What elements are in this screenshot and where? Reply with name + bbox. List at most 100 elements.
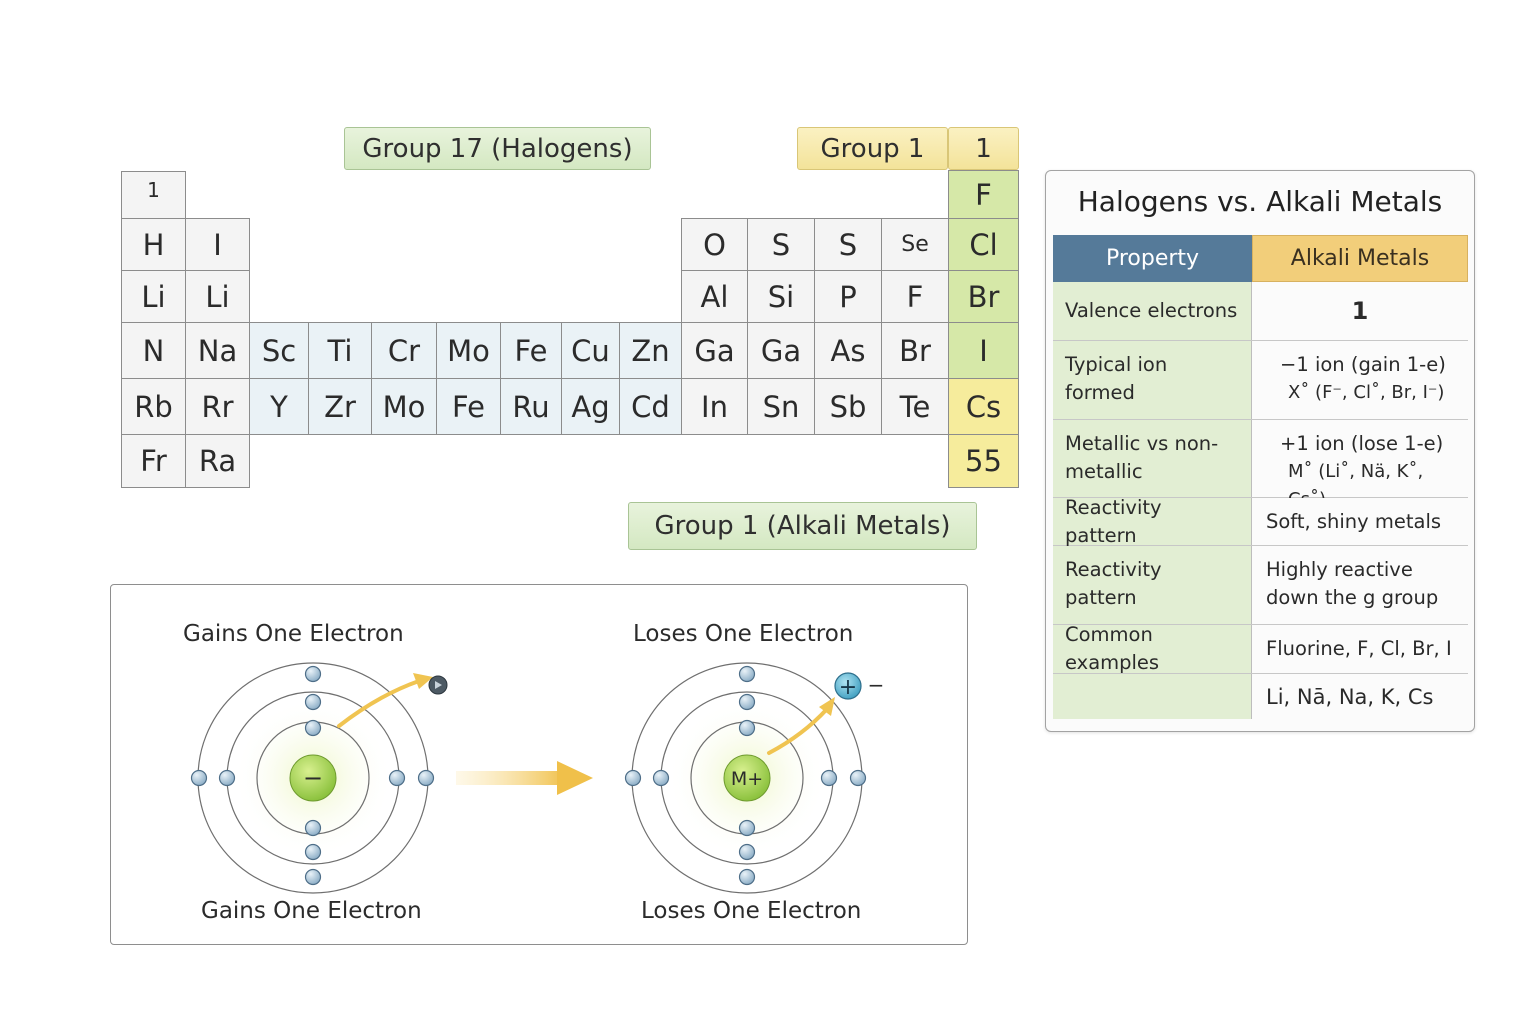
row-property: Valence electrons <box>1053 282 1252 340</box>
element-cell: S <box>814 218 882 271</box>
electron <box>738 693 756 711</box>
table-row: Metallic vs non-metallic +1 ion (lose 1-… <box>1053 420 1468 510</box>
element-cell: Ga <box>681 322 748 379</box>
element-cell: Fe <box>500 322 562 379</box>
element-cell: Y <box>249 378 309 435</box>
row-value-line2: X˚ (F⁻, Cl˚, Br, I⁻) <box>1288 382 1445 403</box>
released-particle <box>834 672 862 700</box>
left-atom-caption: Gains One Electron <box>201 898 422 924</box>
header-alkali-metals: Alkali Metals <box>1252 235 1468 282</box>
left-nucleus <box>289 754 337 802</box>
electron-transfer-panel: Gains One Electron Gains One Electron Lo… <box>110 584 968 945</box>
group1-top-label: Group 1 <box>797 127 948 170</box>
electron <box>304 843 322 861</box>
comparison-panel: Halogens vs. Alkali Metals Property Alka… <box>1045 170 1475 732</box>
element-cell: Sn <box>747 378 815 435</box>
left-nucleus-label: − <box>303 764 323 792</box>
element-cell: Sb <box>814 378 882 435</box>
incoming-electron-arrow <box>337 679 421 728</box>
electron <box>417 769 435 787</box>
element-cell: Fe <box>436 378 501 435</box>
element-cell: Ga <box>747 322 815 379</box>
electron <box>304 819 322 837</box>
released-particle-symbol: + <box>839 675 857 700</box>
row-value: Soft, shiny metals <box>1252 498 1468 545</box>
left-atom: − <box>190 662 448 894</box>
electron <box>388 769 406 787</box>
element-cell: Sc <box>249 322 309 379</box>
header-property: Property <box>1053 235 1252 282</box>
table-row: Li, Nā, Na, K, Cs <box>1053 674 1468 719</box>
group1-number-label: 1 <box>948 127 1019 170</box>
electron <box>652 769 670 787</box>
element-cell: Zr <box>308 378 372 435</box>
table-row: Reactivity pattern Highly reactive down … <box>1053 546 1468 625</box>
electron <box>218 769 236 787</box>
element-cell: Te <box>881 378 949 435</box>
element-cell: Se <box>881 218 949 271</box>
electron <box>624 769 642 787</box>
element-cell: H <box>121 218 186 271</box>
electron <box>738 665 756 683</box>
electron <box>738 868 756 886</box>
element-cell: Na <box>185 322 250 379</box>
element-cell: Ti <box>308 322 372 379</box>
element-cell: Si <box>747 270 815 323</box>
halogen-cell: F <box>948 170 1019 219</box>
element-cell: Rb <box>121 378 186 435</box>
element-cell: Mo <box>436 322 501 379</box>
group1-alkali-label: Group 1 (Alkali Metals) <box>628 502 977 550</box>
element-cell: Li <box>185 270 250 323</box>
electron <box>820 769 838 787</box>
incoming-arrowhead <box>413 673 433 689</box>
electron <box>304 719 322 737</box>
element-cell: As <box>814 322 882 379</box>
right-atom-caption: Loses One Electron <box>641 898 862 924</box>
outgoing-electron-arrow <box>767 707 829 755</box>
electron <box>190 769 208 787</box>
element-cell: Ra <box>185 434 250 488</box>
element-cell: Cd <box>619 378 682 435</box>
element-cell: Al <box>681 270 748 323</box>
element-cell: P <box>814 270 882 323</box>
element-cell: Mo <box>371 378 437 435</box>
row-value-line1: −1 ion (gain 1-e) <box>1280 353 1446 376</box>
element-cell: S <box>747 218 815 271</box>
left-electrons <box>190 665 435 886</box>
element-cell: Br <box>881 322 949 379</box>
electron <box>738 719 756 737</box>
table-row: Typical ion formed −1 ion (gain 1-e) X˚ … <box>1053 341 1468 420</box>
row-property: Reactivity pattern <box>1053 546 1252 624</box>
right-nucleus <box>723 754 771 802</box>
element-cell: I <box>185 218 250 271</box>
halogen-cell: Br <box>948 270 1019 323</box>
element-cell: Li <box>121 270 186 323</box>
element-cell: Zn <box>619 322 682 379</box>
comparison-title: Halogens vs. Alkali Metals <box>1077 185 1443 218</box>
electron <box>304 868 322 886</box>
row-property: Metallic vs non-metallic <box>1053 420 1252 497</box>
released-particle-sign: − <box>868 673 885 697</box>
alkali-cell: Cs <box>948 378 1019 435</box>
element-cell: In <box>681 378 748 435</box>
table-row: Valence electrons 1 <box>1053 282 1468 341</box>
alkali-number-cell: 55 <box>948 434 1019 488</box>
right-atom: M+ + − <box>624 662 885 894</box>
electron <box>304 665 322 683</box>
row-property: Reactivity pattern <box>1053 496 1252 547</box>
incoming-electron-mark <box>435 681 442 689</box>
row-value: Fluorine, F, Cl, Br, I <box>1252 625 1468 673</box>
row-value: +1 ion (lose 1-e) M˚ (Li˚, Nä, K˚, Cs˚) <box>1252 420 1468 510</box>
comparison-table: Property Alkali Metals Valence electrons… <box>1053 235 1468 719</box>
element-cell: N <box>121 322 186 379</box>
row-value-line1: +1 ion (lose 1-e) <box>1280 432 1444 455</box>
transfer-arrow-shaft <box>456 771 566 785</box>
right-electrons <box>624 665 867 886</box>
row-value: −1 ion (gain 1-e) X˚ (F⁻, Cl˚, Br, I⁻) <box>1252 341 1468 419</box>
row-value: Li, Nā, Na, K, Cs <box>1252 674 1468 719</box>
outgoing-arrowhead <box>819 697 835 716</box>
group17-label: Group 17 (Halogens) <box>344 127 651 170</box>
electron <box>738 843 756 861</box>
element-cell: Cu <box>561 322 620 379</box>
halogen-cell: I <box>948 322 1019 379</box>
